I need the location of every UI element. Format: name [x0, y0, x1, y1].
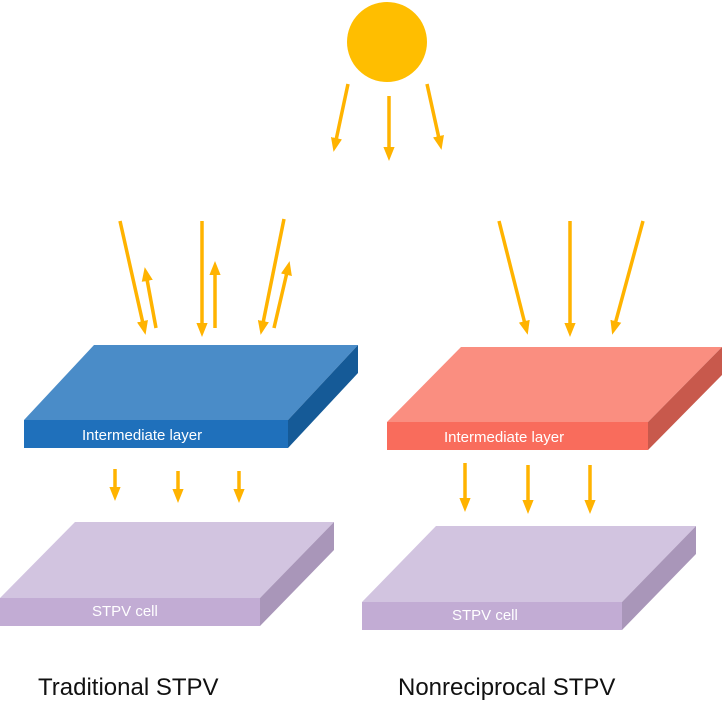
nonreciprocal-stpv-cell: STPV cell	[362, 526, 696, 630]
traditional-layer-label: Intermediate layer	[82, 427, 202, 444]
traditional-stpv-cell: STPV cell	[0, 522, 334, 626]
nonreciprocal-incoming-arrows	[497, 220, 645, 337]
traditional-reflected-arrows	[141, 261, 292, 329]
reflected-arrow	[272, 261, 292, 329]
nonreciprocal-intermediate-layer: Intermediate layer	[387, 347, 722, 450]
traditional-cell-label: STPV cell	[92, 603, 158, 620]
nonreciprocal-caption: Nonreciprocal STPV	[398, 674, 615, 701]
incoming-arrow	[610, 220, 645, 335]
sun-ray-right	[425, 83, 444, 150]
incoming-arrow	[257, 218, 286, 335]
nonreciprocal-cell-label: STPV cell	[452, 607, 518, 624]
sun-ray-left	[330, 83, 350, 152]
incoming-arrow	[118, 220, 148, 335]
traditional-intermediate-layer: Intermediate layer	[24, 345, 358, 448]
sun-icon	[347, 2, 427, 82]
sun-rays	[330, 83, 444, 161]
traditional-transmitted-arrows	[109, 469, 245, 503]
incoming-arrow	[497, 220, 530, 335]
traditional-caption: Traditional STPV	[38, 674, 219, 701]
nonreciprocal-transmitted-arrows	[459, 463, 596, 514]
nonreciprocal-layer-label: Intermediate layer	[444, 429, 564, 446]
traditional-incoming-arrows	[118, 218, 286, 337]
reflected-arrow	[141, 267, 158, 329]
